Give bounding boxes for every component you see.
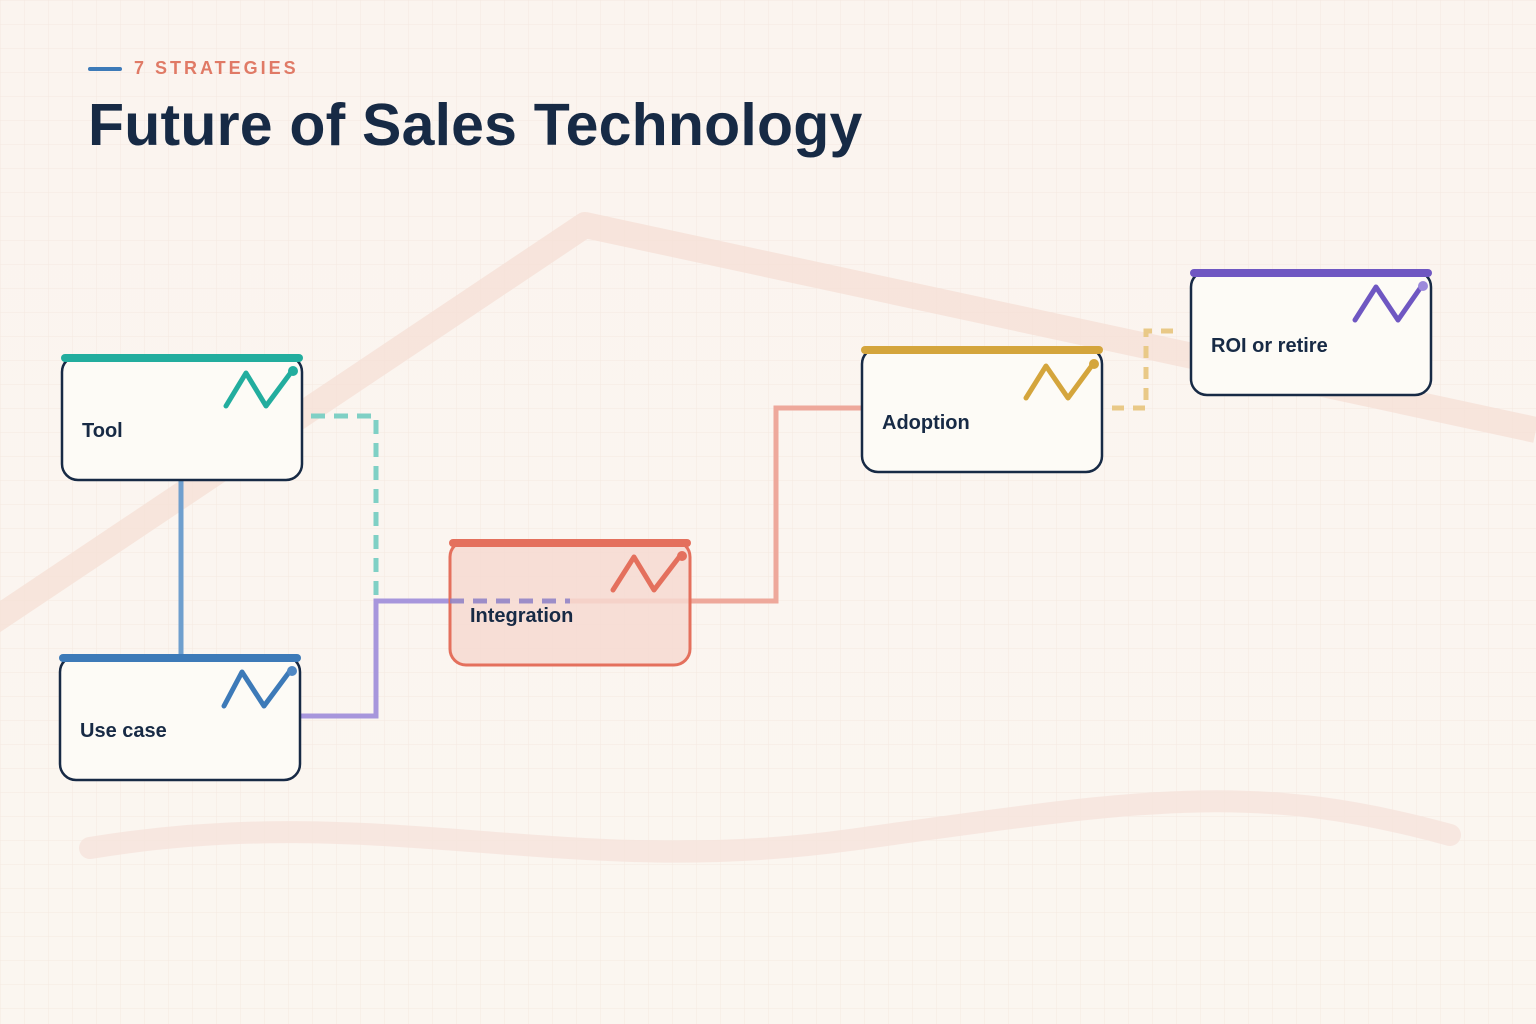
node-use-case-label: Use case [80, 720, 167, 742]
node-use-case[interactable]: Use case [58, 654, 302, 782]
eyebrow: 7 STRATEGIES [88, 58, 862, 79]
connector-use-case-to-integration [301, 598, 450, 719]
trend-line-icon [610, 551, 687, 593]
node-tool-label: Tool [82, 420, 123, 442]
trend-line-icon [1352, 281, 1428, 323]
node-integration-label: Integration [470, 605, 573, 627]
node-roi-label: ROI or retire [1211, 335, 1328, 357]
node-adoption-label: Adoption [882, 412, 970, 434]
trend-line-icon [1023, 359, 1099, 401]
page-title: Future of Sales Technology [88, 92, 863, 158]
trend-line-icon [221, 666, 297, 709]
background-swoosh-lower [79, 790, 1461, 863]
trend-line-icon [223, 366, 298, 409]
node-integration[interactable]: Integration [448, 539, 692, 667]
header: 7 STRATEGIES Future of Sales Technology [88, 58, 862, 158]
eyebrow-text: 7 STRATEGIES [134, 58, 299, 78]
node-tool[interactable]: Tool [60, 354, 304, 482]
node-roi[interactable]: ROI or retire [1189, 269, 1433, 397]
eyebrow-rule [88, 66, 122, 71]
node-adoption[interactable]: Adoption [860, 346, 1104, 474]
connector-tool-to-integration [311, 413, 450, 604]
connector-adoption-to-roi [1112, 328, 1182, 411]
